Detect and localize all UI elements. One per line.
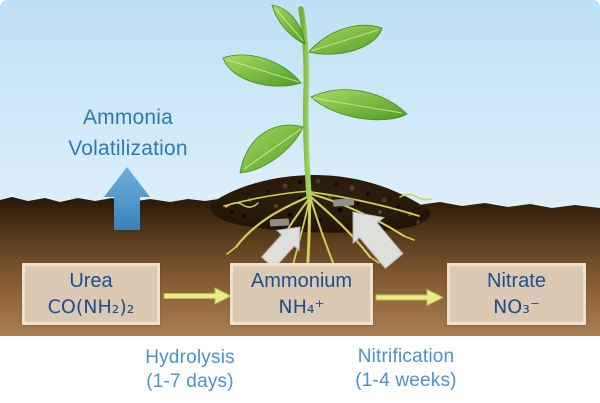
soil-speckles xyxy=(230,178,420,224)
urea-box: Urea CO(NH₂)₂ xyxy=(22,263,160,325)
nitrate-box: Nitrate NO₃⁻ xyxy=(447,263,586,325)
nitrate-box-title: Nitrate xyxy=(487,270,546,292)
hydrolysis-arrow-icon xyxy=(163,287,233,305)
ammonium-box-formula: NH₄⁺ xyxy=(278,296,325,318)
ammonium-box-title: Ammonium xyxy=(250,270,353,292)
fertilizer-granule xyxy=(269,198,355,227)
nitrate-box-formula: NO₃⁻ xyxy=(493,296,540,318)
nitrification-label-line1: Nitrification xyxy=(357,346,455,367)
hydrolysis-label-line1: Hydrolysis xyxy=(145,347,235,368)
nitrification-label: Nitrification (1-4 weeks) xyxy=(311,345,501,393)
urea-box-formula: CO(NH₂)₂ xyxy=(47,296,135,318)
ammonium-box: Ammonium NH₄⁺ xyxy=(230,263,373,325)
hydrolysis-label-line2: (1-7 days) xyxy=(146,371,234,392)
plant-illustration xyxy=(222,4,408,200)
hydrolysis-label: Hydrolysis (1-7 days) xyxy=(95,346,285,394)
ammonia-label-line2: Volatilization xyxy=(68,137,188,160)
uptake-arrow-right-icon xyxy=(352,211,404,270)
ammonia-label-line1: Ammonia xyxy=(82,106,174,129)
uptake-arrow-left-icon xyxy=(260,226,301,270)
nitrification-label-line2: (1-4 weeks) xyxy=(355,370,457,391)
ammonia-volatilization-label: Ammonia Volatilization xyxy=(30,102,226,164)
nitrification-arrow-icon xyxy=(375,288,445,307)
plant-stem xyxy=(298,6,312,200)
leaf-veins xyxy=(227,8,403,170)
urea-box-title: Urea xyxy=(69,270,113,292)
volatilization-arrow-icon xyxy=(104,167,150,230)
